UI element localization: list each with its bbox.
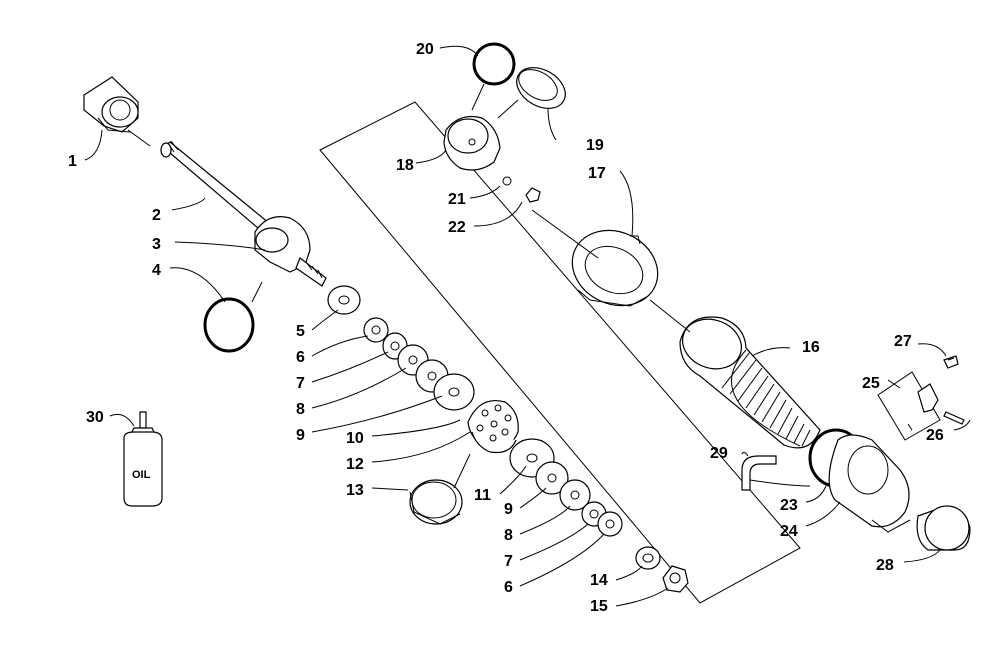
label-7a: 7 [296, 375, 305, 392]
label-8a: 8 [296, 401, 305, 418]
part-27-screw [943, 355, 959, 369]
part-4-o-ring [203, 297, 255, 353]
oil-bottle-label: OIL [132, 469, 151, 481]
leader-lines [84, 45, 971, 607]
label-20: 20 [416, 41, 434, 58]
part-5-washer [327, 285, 361, 315]
part-29-hose [741, 455, 777, 491]
label-29: 29 [710, 445, 728, 462]
assembly-bracket-outline [319, 101, 801, 604]
label-23: 23 [780, 497, 798, 514]
label-14: 14 [590, 572, 608, 589]
label-10: 10 [346, 430, 364, 447]
label-15: 15 [590, 598, 608, 615]
label-24: 24 [780, 523, 798, 540]
part-13-piston-band [409, 479, 463, 525]
label-19: 19 [586, 137, 604, 154]
label-11: 11 [474, 487, 491, 504]
part-14-washer [635, 546, 661, 570]
part-26-pin [943, 411, 965, 425]
label-8b: 8 [504, 527, 513, 544]
label-22: 22 [448, 219, 466, 236]
part-labels: 1 2 3 4 5 6 7 8 9 10 12 13 11 9 8 7 6 14… [68, 41, 944, 615]
part-12-piston [467, 400, 519, 454]
part-28-bushing [916, 505, 971, 551]
label-9a: 9 [296, 427, 305, 444]
part-9-washer-a [433, 373, 475, 411]
label-18: 18 [396, 157, 414, 174]
part-15-nut [662, 565, 689, 593]
label-13: 13 [346, 482, 364, 499]
label-30: 30 [86, 409, 104, 426]
label-26: 26 [926, 427, 944, 444]
label-25: 25 [862, 375, 880, 392]
part-1-bushing [83, 76, 139, 133]
label-12: 12 [346, 456, 364, 473]
label-2: 2 [152, 207, 161, 224]
part-6-shim-b [597, 511, 623, 537]
label-21: 21 [448, 191, 466, 208]
part-17-collar [571, 229, 659, 307]
label-6a: 6 [296, 349, 305, 366]
label-17: 17 [588, 165, 606, 182]
label-16: 16 [802, 339, 820, 356]
part-8-shim-b [559, 479, 591, 511]
part-20-o-ring [472, 42, 516, 86]
part-6-shim-a [363, 317, 389, 343]
label-28: 28 [876, 557, 894, 574]
part-22-valve [525, 187, 541, 203]
part-16-bellows [679, 316, 821, 449]
label-4: 4 [152, 262, 161, 279]
part-19-band [516, 67, 566, 109]
label-6b: 6 [504, 579, 513, 596]
part-25-valve-body [877, 371, 941, 441]
part-24-housing [828, 434, 911, 533]
part-18-reservoir-cap [443, 115, 501, 171]
part-30-oil-bottle: OIL [123, 411, 163, 507]
label-7b: 7 [504, 553, 513, 570]
label-9b: 9 [504, 501, 513, 518]
label-5: 5 [296, 323, 305, 340]
label-3: 3 [152, 236, 161, 253]
label-1: 1 [68, 153, 77, 170]
part-9-washer-b [535, 461, 569, 495]
part-21-small-ring [502, 176, 512, 186]
label-27: 27 [894, 333, 912, 350]
part-3-seal-head [254, 216, 327, 287]
